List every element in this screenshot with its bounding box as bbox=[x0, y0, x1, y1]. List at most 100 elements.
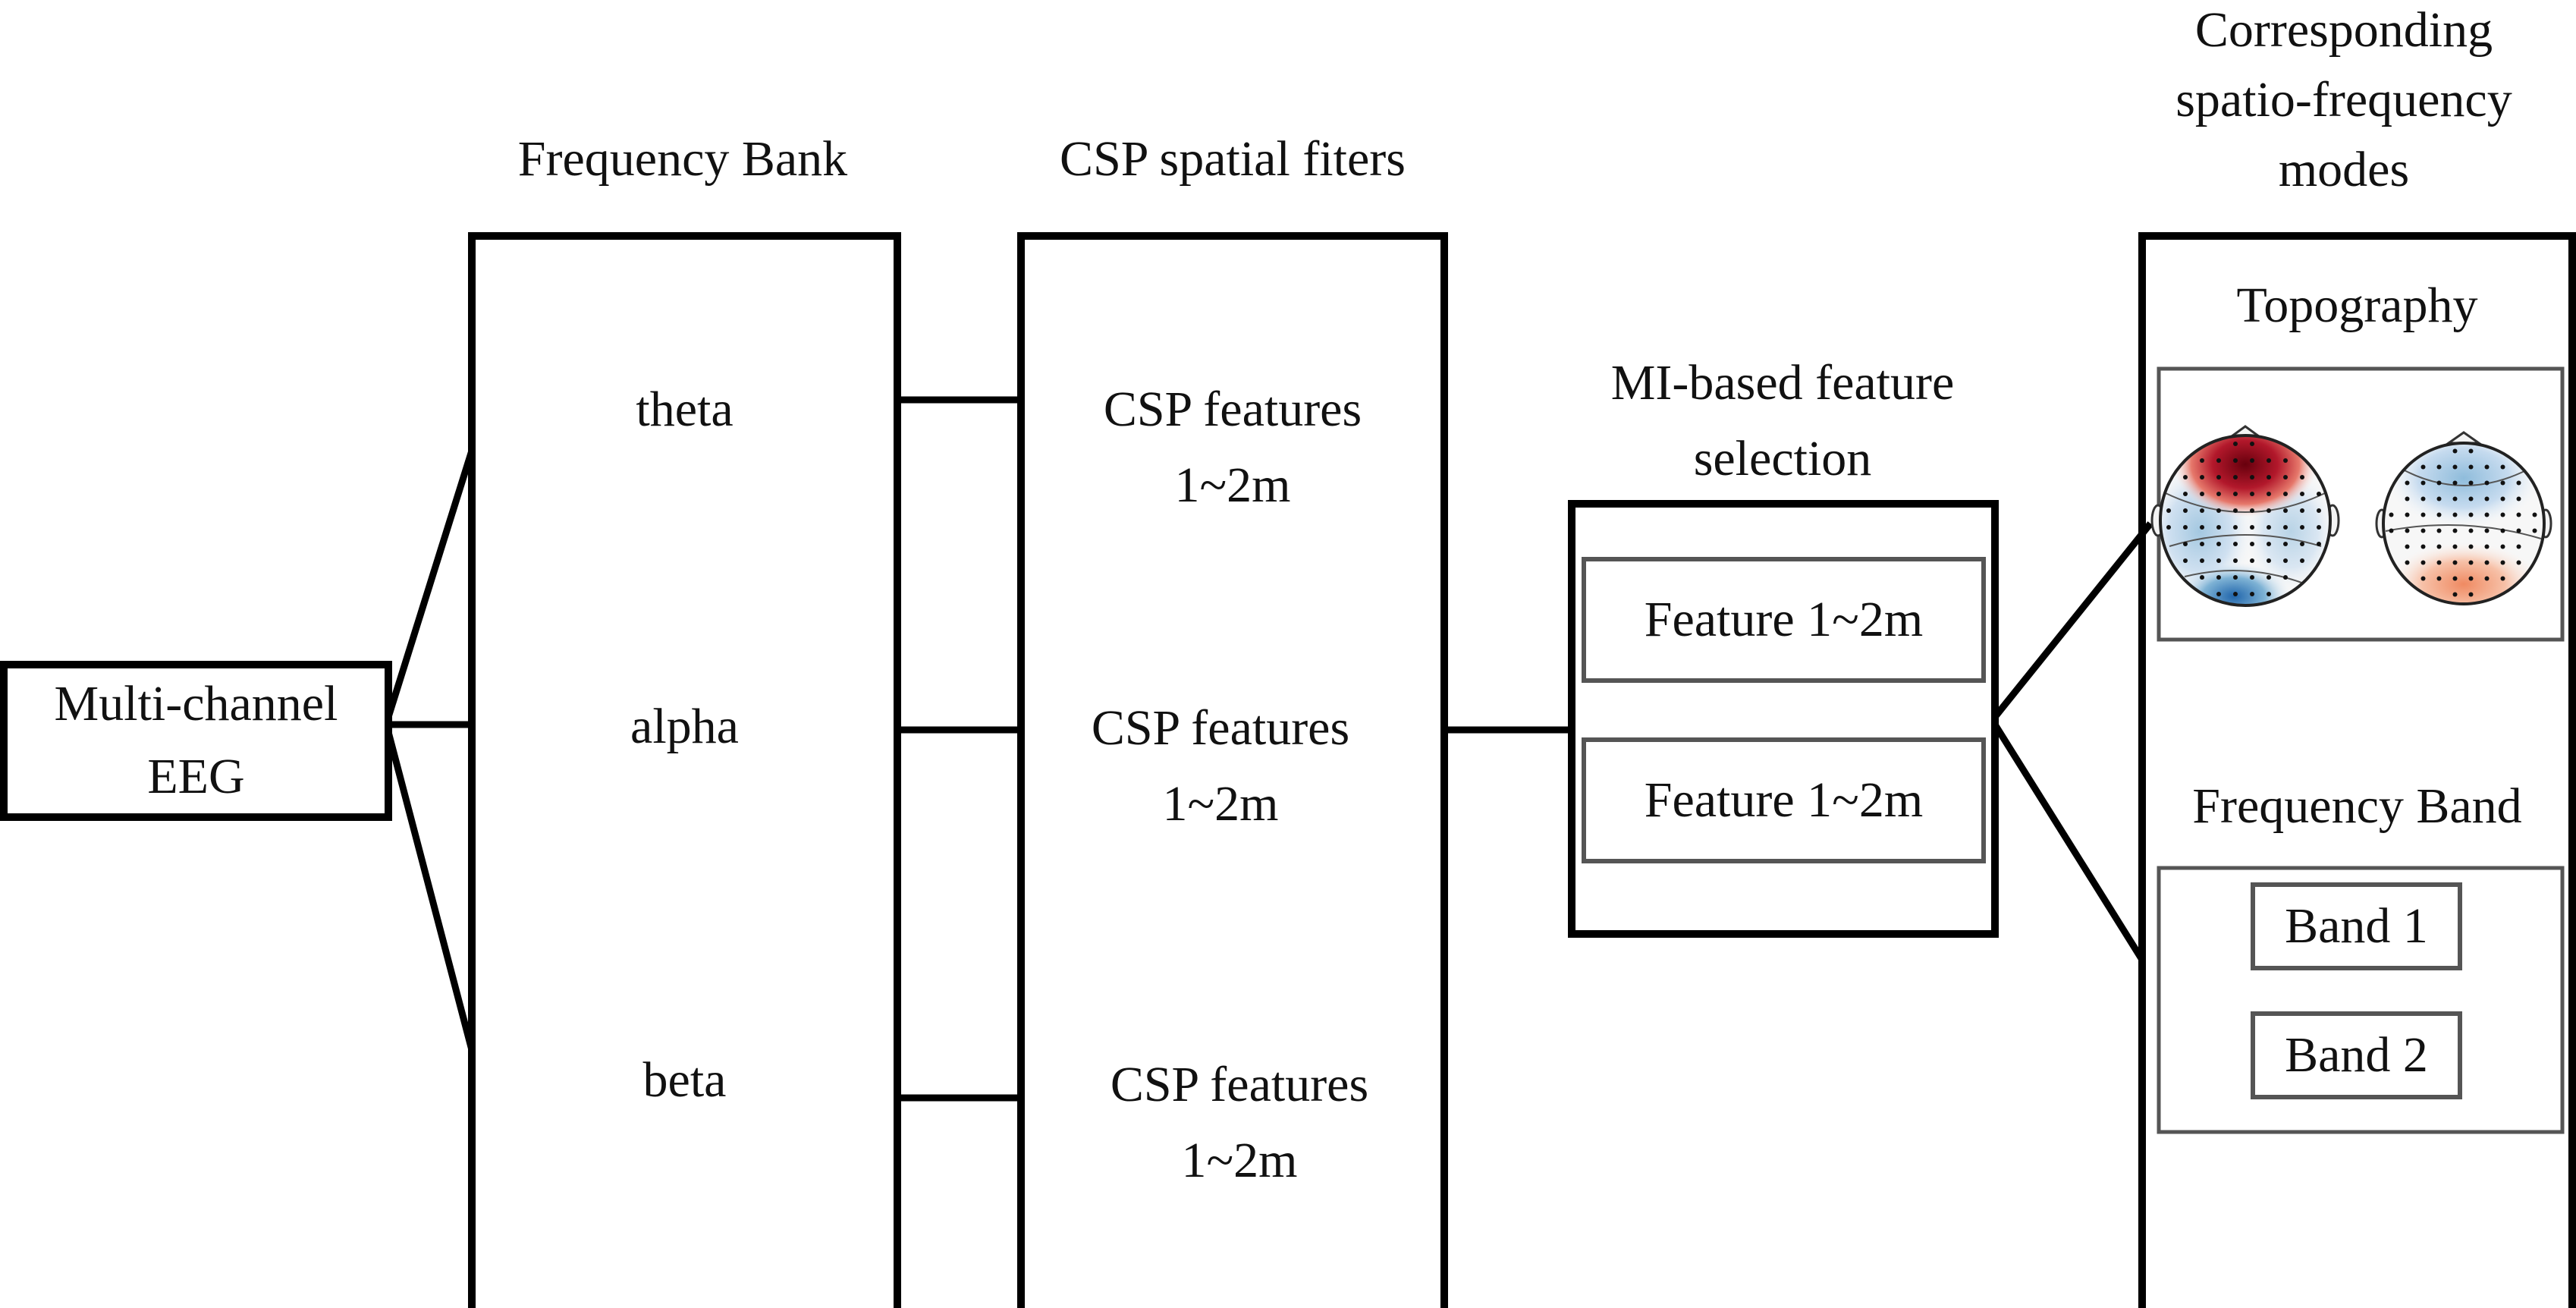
electrode-dot bbox=[2250, 442, 2254, 446]
electrode-dot bbox=[2452, 480, 2458, 486]
topomap-right bbox=[2375, 431, 2552, 605]
electrode-dot bbox=[2468, 480, 2474, 486]
electrode-dot bbox=[2468, 576, 2474, 581]
electrode-dot bbox=[2420, 560, 2426, 565]
csp-features-1-line2: 1~2m bbox=[1174, 457, 1291, 513]
electrode-dot bbox=[2250, 575, 2254, 580]
electrode-dot bbox=[2317, 525, 2321, 530]
band-1-label: Band 1 bbox=[2285, 898, 2428, 954]
electrode-dot bbox=[2233, 508, 2238, 513]
electrode-dot bbox=[2216, 558, 2221, 563]
electrode-dot bbox=[2250, 592, 2254, 596]
electrode-dot bbox=[2452, 576, 2458, 581]
electrode-dot bbox=[2436, 512, 2442, 517]
electrode-dot bbox=[2216, 575, 2221, 580]
electrode-dot bbox=[2436, 480, 2442, 486]
electrode-dot bbox=[2200, 458, 2204, 463]
electrode-dot bbox=[2233, 558, 2238, 563]
electrode-dot bbox=[2405, 512, 2410, 517]
csp-features-3: CSP features 1~2m bbox=[1028, 1047, 1451, 1199]
electrode-dot bbox=[2420, 512, 2426, 517]
electrode-dot bbox=[2216, 592, 2221, 596]
modes-title-line3: modes bbox=[2278, 142, 2410, 197]
feature-selection-title: MI-based feature selection bbox=[1509, 345, 2056, 497]
electrode-dot bbox=[2405, 544, 2410, 549]
electrode-dot bbox=[2200, 542, 2204, 546]
electrode-dot bbox=[2300, 525, 2304, 530]
csp-features-2-line1: CSP features bbox=[1091, 700, 1350, 756]
electrode-dot bbox=[2452, 592, 2458, 597]
electrode-dot bbox=[2452, 464, 2458, 470]
electrode-dot bbox=[2468, 512, 2474, 517]
electrode-dot bbox=[2405, 560, 2410, 565]
electrode-dot bbox=[2405, 480, 2410, 486]
feature-selection-title-line2: selection bbox=[1693, 431, 1872, 486]
electrode-dot bbox=[2452, 512, 2458, 517]
electrode-dot bbox=[2283, 575, 2288, 580]
csp-features-1-line1: CSP features bbox=[1103, 382, 1362, 437]
electrode-dot bbox=[2436, 560, 2442, 565]
electrode-dot bbox=[2500, 512, 2505, 517]
band-label-theta: theta bbox=[636, 382, 734, 437]
modes-title-line2: spatio-frequency bbox=[2175, 72, 2512, 127]
band-1-box bbox=[2251, 882, 2462, 970]
electrode-dot bbox=[2283, 525, 2288, 530]
electrode-dot bbox=[2283, 542, 2288, 546]
csp-features-1: CSP features 1~2m bbox=[1021, 372, 1444, 524]
electrode-dot bbox=[2250, 475, 2254, 479]
electrode-dot bbox=[2267, 542, 2271, 546]
electrode-dot bbox=[2452, 560, 2458, 565]
csp-title: CSP spatial fiters bbox=[1060, 131, 1406, 187]
band-2-label: Band 2 bbox=[2285, 1027, 2428, 1083]
electrode-dot bbox=[2216, 458, 2221, 463]
electrode-dot bbox=[2484, 496, 2490, 502]
electrode-dot bbox=[2468, 592, 2474, 597]
electrode-dot bbox=[2267, 575, 2271, 580]
feature-selection-title-line1: MI-based feature bbox=[1610, 355, 1955, 410]
electrode-dot bbox=[2250, 558, 2254, 563]
electrode-dot bbox=[2300, 492, 2304, 496]
electrode-dot bbox=[2233, 525, 2238, 530]
electrode-dot bbox=[2468, 448, 2474, 454]
electrode-dot bbox=[2250, 508, 2254, 513]
csp-features-2-line2: 1~2m bbox=[1162, 776, 1279, 832]
electrode-dot bbox=[2420, 464, 2426, 470]
electrode-dot bbox=[2183, 542, 2188, 546]
electrode-dot bbox=[2317, 542, 2321, 546]
electrode-dot bbox=[2233, 542, 2238, 546]
csp-features-3-line1: CSP features bbox=[1110, 1057, 1369, 1112]
electrode-dot bbox=[2233, 442, 2238, 446]
electrode-dot bbox=[2468, 464, 2474, 470]
electrode-dot bbox=[2516, 496, 2521, 502]
eeg-input-line1: Multi-channel bbox=[54, 676, 338, 731]
electrode-dot bbox=[2200, 492, 2204, 496]
electrode-dot bbox=[2233, 592, 2238, 596]
electrode-dot bbox=[2200, 575, 2204, 580]
electrode-dot bbox=[2468, 496, 2474, 502]
electrode-dot bbox=[2484, 576, 2490, 581]
electrode-dot bbox=[2484, 512, 2490, 517]
electrode-dot bbox=[2267, 475, 2271, 479]
electrode-dot bbox=[2516, 512, 2521, 517]
electrode-dot bbox=[2468, 544, 2474, 549]
electrode-dot bbox=[2283, 558, 2288, 563]
topomap-left bbox=[2150, 425, 2340, 607]
electrode-dot bbox=[2233, 492, 2238, 496]
electrode-dot bbox=[2300, 508, 2304, 513]
electrode-dot bbox=[2468, 528, 2474, 533]
modes-title: Corresponding spatio-frequency modes bbox=[2116, 0, 2571, 205]
electrode-dot bbox=[2200, 475, 2204, 479]
electrode-dot bbox=[2250, 542, 2254, 546]
band-label-beta: beta bbox=[642, 1052, 727, 1108]
electrode-dot bbox=[2183, 475, 2188, 479]
electrode-dot bbox=[2500, 576, 2505, 581]
electrode-dot bbox=[2500, 544, 2505, 549]
topography-label: Topography bbox=[2236, 278, 2478, 333]
feature-selection-box bbox=[1568, 500, 1999, 938]
electrode-dot bbox=[2300, 542, 2304, 546]
electrode-dot bbox=[2267, 508, 2271, 513]
electrode-dot bbox=[2216, 525, 2221, 530]
electrode-dot bbox=[2452, 528, 2458, 533]
connector-selection-topography bbox=[1992, 521, 2153, 719]
